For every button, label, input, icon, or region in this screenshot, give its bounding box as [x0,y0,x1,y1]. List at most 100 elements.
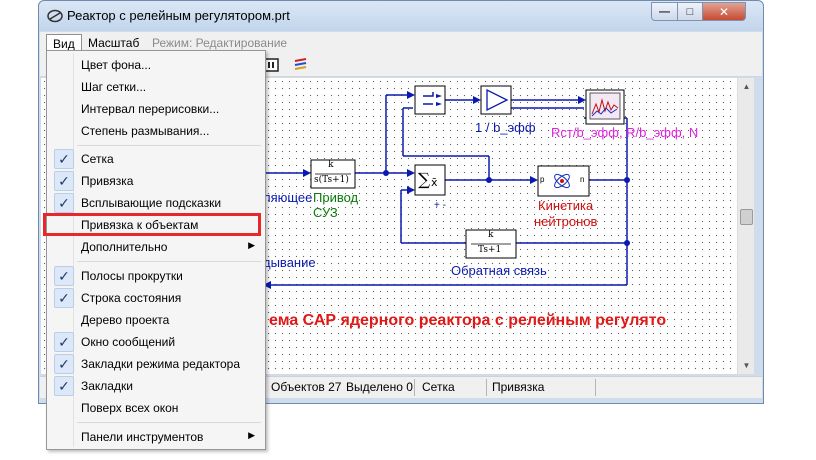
view-dropdown-menu: Цвет фона... Шаг сетки... Интервал перер… [46,50,266,450]
menu-item-label: Шаг сетки... [81,80,147,94]
status-objects: Объектов 27 [271,380,342,394]
kinetics-input-p: p [540,175,545,184]
diagram-title: ема САР ядерного реактора с релейным рег… [269,312,667,329]
menu-item-label: Привязка к объектам [81,218,199,232]
status-selected: Выделено 0 [346,380,413,394]
scope-label: Rст/b_эфф, R/b_эфф, N [551,125,699,140]
menu-item-label: Строка состояния [81,291,182,305]
menu-item-label: Поверх всех окон [81,401,179,415]
feedback-tf-numerator: k [488,230,494,240]
menu-item-label: Закладки [81,379,133,393]
menu-item-editor-mode-tabs[interactable]: ✓ Закладки режима редактора [49,353,263,375]
menu-item-messages-window[interactable]: ✓ Окно сообщений [49,331,263,353]
toolbar-pause-icon[interactable] [262,56,280,74]
scope-block[interactable] [585,89,625,125]
menu-separator [77,145,261,146]
menu-item-toolbars[interactable]: Панели инструментов ▶ [49,426,263,448]
menu-item-label: Привязка [81,174,134,188]
check-icon: ✓ [54,266,74,286]
vertical-scrollbar[interactable]: ▲ ▼ [737,78,754,374]
menu-gutter [73,53,74,447]
check-icon: ✓ [54,354,74,374]
title-bar[interactable]: Реактор с релейным регулятором.prt — □ ✕ [39,1,763,31]
menu-item-statusbar[interactable]: ✓Строка состояния [49,287,263,309]
check-icon: ✓ [54,149,74,169]
scroll-up-icon[interactable]: ▲ [742,82,751,91]
menu-item-project-tree[interactable]: Дерево проекта [49,309,263,331]
submenu-arrow-icon: ▶ [248,240,255,250]
check-icon: ✓ [54,171,74,191]
toolbar-layers-icon[interactable] [292,56,310,74]
menu-item-label: Дерево проекта [81,313,170,327]
menu-item-label: Окно сообщений [81,335,176,349]
menu-item-snap-to-objects[interactable]: Привязка к объектам [49,214,263,236]
left-partial-label-2: дывание [263,255,316,270]
menu-item-redraw-interval[interactable]: Интервал перерисовки... [49,98,263,120]
actuator-block[interactable] [310,159,356,189]
menu-item-tabs[interactable]: ✓ Закладки [49,375,263,397]
menu-item-label: Панели инструментов [81,430,204,444]
actuator-tf-denominator: s(Ts+1) [314,175,349,185]
menu-item-label: Цвет фона... [81,58,152,72]
close-icon: ✕ [718,4,730,19]
relay-block[interactable] [414,85,446,115]
app-logo-icon [47,9,63,23]
menu-item-tooltips[interactable]: ✓ Всплывающие подсказки [49,192,263,214]
kinetics-label-2: нейтронов [534,214,598,229]
menu-separator [77,261,261,262]
scroll-down-icon[interactable]: ▼ [742,361,751,370]
menu-item-always-on-top[interactable]: Поверх всех окон [49,397,263,419]
menu-view[interactable]: Вид [46,34,82,52]
actuator-label-2: СУЗ [313,205,338,220]
actuator-label-1: Привод [313,190,359,205]
window-title: Реактор с релейным регулятором.prt [67,8,290,23]
menu-item-snap[interactable]: ✓ Привязка [49,170,263,192]
menu-item-background-color[interactable]: Цвет фона... [49,54,263,76]
gain-label: 1 / b_эфф [475,120,536,135]
actuator-tf-numerator: k [328,160,334,170]
left-partial-label-1: ляющее [263,190,313,205]
menu-item-label: Сетка [81,152,114,166]
sum-signs: + - [434,200,446,211]
maximize-icon: □ [686,5,694,18]
menu-item-label: Дополнительно [81,240,168,254]
status-separator [486,379,487,396]
menu-item-grid[interactable]: ✓ Сетка [49,148,263,170]
menu-item-label: Интервал перерисовки... [81,102,220,116]
check-icon: ✓ [54,376,74,396]
menu-item-label: Степень размывания... [81,124,210,138]
feedback-block[interactable] [465,229,517,259]
check-icon: ✓ [54,332,74,352]
scroll-thumb[interactable] [740,209,753,225]
menu-item-label: Полосы прокрутки [81,269,183,283]
menu-item-blur-level[interactable]: Степень размывания... [49,120,263,142]
minimize-button[interactable]: — [651,2,678,21]
mode-indicator: Режим: Редактирование [152,36,288,50]
kinetics-output-n: n [580,175,585,184]
status-snap: Привязка [492,380,545,394]
menu-item-advanced[interactable]: Дополнительно ▶ [49,236,263,258]
menu-item-label: Закладки режима редактора [81,357,240,371]
kinetics-label-1: Кинетика [538,198,594,213]
menu-scale[interactable]: Масштаб [88,36,140,50]
kinetics-block[interactable] [537,165,590,197]
status-grid: Сетка [422,380,455,394]
status-separator [414,379,415,396]
close-button[interactable]: ✕ [702,2,746,21]
feedback-label: Обратная связь [451,263,547,278]
menu-item-label: Всплывающие подсказки [81,196,222,210]
diagram-wires: ∑ x̄ [261,85,630,289]
gain-block[interactable] [480,85,512,115]
svg-text:∑: ∑ [418,170,430,190]
menu-bar: Вид Масштаб Режим: Редактирование [40,32,762,53]
svg-text:x̄: x̄ [431,176,438,189]
check-icon: ✓ [54,193,74,213]
maximize-button[interactable]: □ [677,2,703,21]
submenu-arrow-icon: ▶ [248,430,255,440]
menu-item-grid-step[interactable]: Шаг сетки... [49,76,263,98]
sum-block[interactable]: ∑ x̄ [414,164,446,196]
menu-item-scrollbars[interactable]: ✓ Полосы прокрутки [49,265,263,287]
feedback-tf-denominator: Ts+1 [478,245,502,255]
highlight-annotation [43,213,261,236]
menu-separator [77,422,261,423]
